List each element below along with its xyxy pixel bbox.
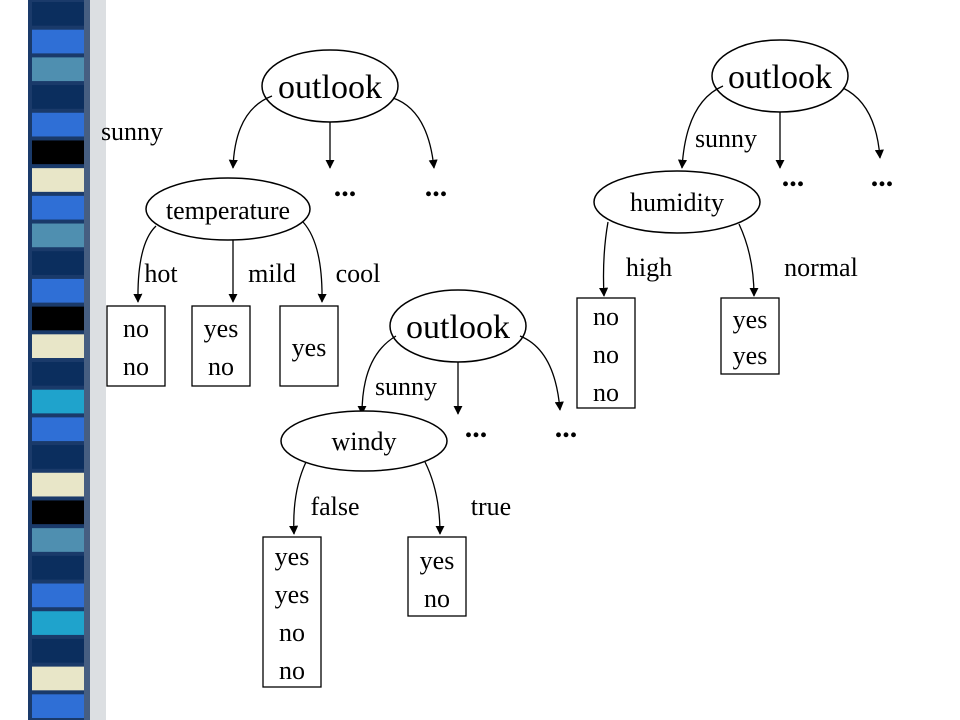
edge-right	[842, 87, 884, 159]
leaf-box-false	[262, 536, 322, 688]
leaf-mild-line-1: yes	[204, 314, 239, 343]
stripe-segment	[32, 362, 84, 386]
node-windy	[280, 410, 448, 472]
node-temperature	[145, 177, 311, 241]
edge-label-sunny: sunny	[375, 372, 437, 401]
tree-windy: outlook sunny ... ... windy false true y…	[262, 289, 578, 688]
stripe-segment	[32, 528, 84, 552]
decorative-stripe-bar	[28, 0, 106, 720]
leaf-high-line-3: no	[593, 378, 619, 407]
leaf-true-line-2: no	[424, 584, 450, 613]
leaf-false-line-2: yes	[275, 580, 310, 609]
leaf-hot-line-2: no	[123, 352, 149, 381]
stripe-segment	[32, 611, 84, 635]
stripe-segment	[32, 666, 84, 691]
stripe-segment	[32, 195, 84, 220]
edge-sunny	[677, 85, 724, 169]
leaf-mild-line-2: no	[208, 352, 234, 381]
root-node-label: outlook	[406, 309, 510, 346]
stripe-segment	[32, 555, 84, 580]
edge-sunny	[357, 335, 397, 415]
edge-normal	[738, 223, 759, 297]
root-node-label: outlook	[278, 69, 382, 106]
tree-temperature: outlook sunny ... ... temperature hot mi…	[101, 49, 448, 387]
edge-false	[289, 461, 307, 535]
edge-label-hot: hot	[144, 259, 178, 288]
ellipsis-right: ...	[871, 160, 894, 193]
edge-label-high: high	[626, 253, 672, 282]
leaf-box-cool	[279, 305, 339, 387]
ellipsis-middle: ...	[465, 411, 488, 444]
edge-right	[392, 97, 438, 169]
edge-right	[519, 335, 564, 411]
leaf-false-line-4: no	[279, 656, 305, 685]
leaf-box-true	[407, 536, 467, 617]
leaf-box-hot	[106, 305, 166, 387]
leaf-cool-line-1: yes	[292, 333, 327, 362]
leaf-box-normal	[720, 297, 780, 375]
stripe-segment	[32, 140, 84, 165]
ellipsis-middle: ...	[782, 160, 805, 193]
stripe-shadow	[84, 0, 106, 720]
leaf-box-high	[576, 297, 636, 409]
stripe-segment	[32, 417, 84, 442]
edge-high	[599, 221, 609, 297]
edge-label-true: true	[471, 492, 511, 521]
stripe-segment	[32, 500, 84, 525]
leaf-true-line-1: yes	[420, 546, 455, 575]
root-node-label: outlook	[728, 59, 832, 96]
leaf-high-line-1: no	[593, 302, 619, 331]
stripe-segment	[32, 223, 84, 248]
node-temperature-label: temperature	[166, 196, 290, 225]
leaf-hot-line-1: no	[123, 314, 149, 343]
edge-label-false: false	[310, 492, 359, 521]
leaf-false-line-3: no	[279, 618, 305, 647]
leaf-box-mild	[191, 305, 251, 387]
stripe-segment	[32, 445, 84, 469]
stripe-segment	[32, 389, 84, 414]
stripe-segment	[32, 112, 84, 137]
stripe-segment	[32, 29, 84, 54]
stripe-segment	[32, 583, 84, 608]
tree-humidity: outlook sunny ... ... humidity high norm…	[576, 39, 894, 409]
edge-true	[424, 461, 445, 535]
leaf-high-line-2: no	[593, 340, 619, 369]
stripe-segment	[32, 306, 84, 331]
edge-sunny	[228, 95, 273, 169]
stripe-segment	[32, 638, 84, 663]
edge-label-mild: mild	[248, 259, 296, 288]
node-humidity-label: humidity	[630, 188, 724, 217]
stripe-segment	[32, 694, 84, 718]
ellipsis-middle: ...	[334, 170, 357, 203]
stripe-segment	[32, 85, 84, 109]
stripe-segment	[32, 168, 84, 192]
edge-label-sunny: sunny	[695, 124, 757, 153]
node-humidity	[593, 170, 761, 234]
edge-label-cool: cool	[336, 259, 381, 288]
stripe-segment	[32, 278, 84, 303]
leaf-normal-line-1: yes	[733, 305, 768, 334]
edge-hot	[133, 225, 157, 303]
node-windy-label: windy	[332, 427, 397, 456]
leaf-false-line-1: yes	[275, 542, 310, 571]
leaf-normal-line-2: yes	[733, 341, 768, 370]
stripe-segment	[32, 472, 84, 497]
edge-cool	[302, 221, 327, 303]
stripe-segment	[32, 57, 84, 82]
edge-label-sunny: sunny	[101, 117, 163, 146]
ellipsis-right: ...	[555, 411, 578, 444]
ellipsis-right: ...	[425, 170, 448, 203]
edge-label-normal: normal	[784, 253, 858, 282]
stripe-segment	[32, 251, 84, 275]
stripe-segment	[32, 334, 84, 358]
stripe-segment	[32, 2, 84, 26]
